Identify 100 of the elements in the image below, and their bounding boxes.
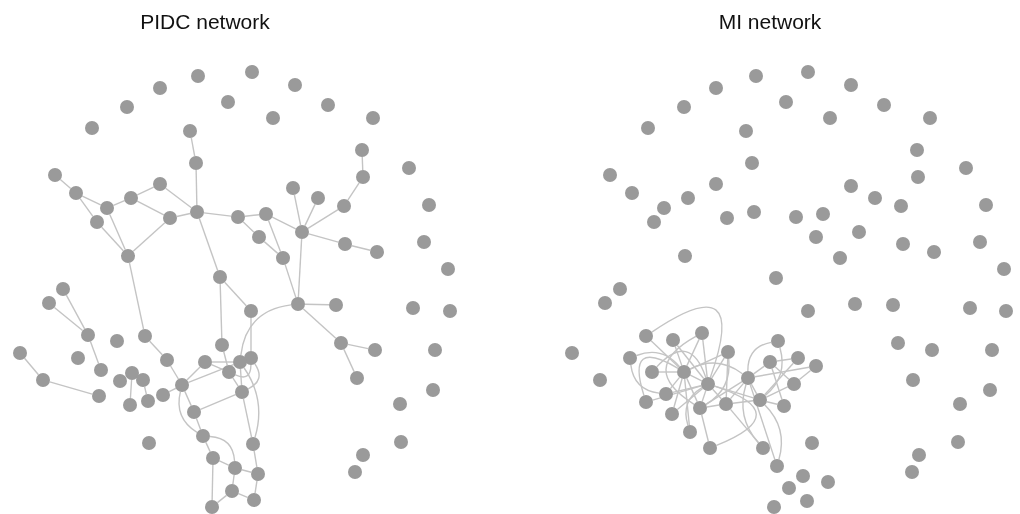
network-node [877,98,891,112]
network-edge [128,262,145,330]
network-edge [293,194,302,226]
network-edge [651,306,723,379]
network-edge [725,358,729,398]
network-edge [652,385,702,401]
network-edge [169,365,180,380]
network-edge [776,358,792,362]
network-edge [714,385,754,399]
network-node [191,69,205,83]
network-node [886,298,900,312]
network-edge [684,378,690,426]
network-node [763,355,777,369]
network-node [187,405,201,419]
network-edge [701,389,707,403]
network-edge [297,238,303,298]
network-edge [243,367,260,438]
network-edge [49,381,93,395]
network-node [245,65,259,79]
network-node [659,387,673,401]
network-node [136,373,150,387]
network-edge [705,381,743,405]
network-edge [89,340,100,365]
network-node [356,448,370,462]
network-node [912,448,926,462]
network-node [747,205,761,219]
network-node [985,343,999,357]
network-edge [351,245,371,251]
network-edge [244,214,260,217]
network-node [443,304,457,318]
network-node [355,143,369,157]
network-edge [650,340,680,368]
network-node [683,425,697,439]
network-node [329,298,343,312]
network-node [113,374,127,388]
network-node [719,397,733,411]
network-node [36,373,50,387]
network-node [288,78,302,92]
network-node [959,161,973,175]
network-node [406,301,420,315]
network-node [809,230,823,244]
network-edge [224,281,247,307]
network-node [953,397,967,411]
network-node [247,493,261,507]
network-node [334,336,348,350]
network-edge [676,387,704,411]
network-node [142,436,156,450]
network-edge [250,317,252,352]
network-node [741,371,755,385]
network-node [693,401,707,415]
network-edge [750,383,758,395]
network-node [276,251,290,265]
network-edge [713,385,757,447]
network-edge [53,306,84,332]
panel-title: MI network [718,10,822,34]
network-node [417,235,431,249]
network-node [823,111,837,125]
network-edge [232,474,235,485]
network-node [441,262,455,276]
network-node [782,481,796,495]
network-node [868,191,882,205]
network-node [175,378,189,392]
network-node [402,161,416,175]
network-edge [686,338,700,367]
network-edge [705,358,730,406]
network-node [251,467,265,481]
network-edge [742,384,760,444]
network-node [100,201,114,215]
network-node [997,262,1011,276]
network-node [92,389,106,403]
network-node [789,210,803,224]
network-node [141,394,155,408]
network-node [565,346,579,360]
network-node [428,343,442,357]
network-edge [267,219,282,253]
network-edge [676,344,705,380]
network-edge [79,197,94,218]
network-node [244,304,258,318]
network-edge [630,364,660,394]
network-node [905,465,919,479]
network-edge [187,363,235,384]
network-node [189,156,203,170]
network-edge [149,340,163,356]
network-node [222,365,236,379]
network-node [801,65,815,79]
network-node [368,343,382,357]
network-node [246,437,260,451]
network-node [153,81,167,95]
network-node [206,451,220,465]
network-node [999,304,1013,318]
network-edge [729,382,745,400]
network-edge [241,469,252,473]
network-edge [247,363,260,390]
network-node [703,441,717,455]
network-node [56,282,70,296]
network-node [983,383,997,397]
network-edge [732,400,754,404]
network-node [71,351,85,365]
network-edge [689,374,703,382]
network-edge [65,294,86,330]
